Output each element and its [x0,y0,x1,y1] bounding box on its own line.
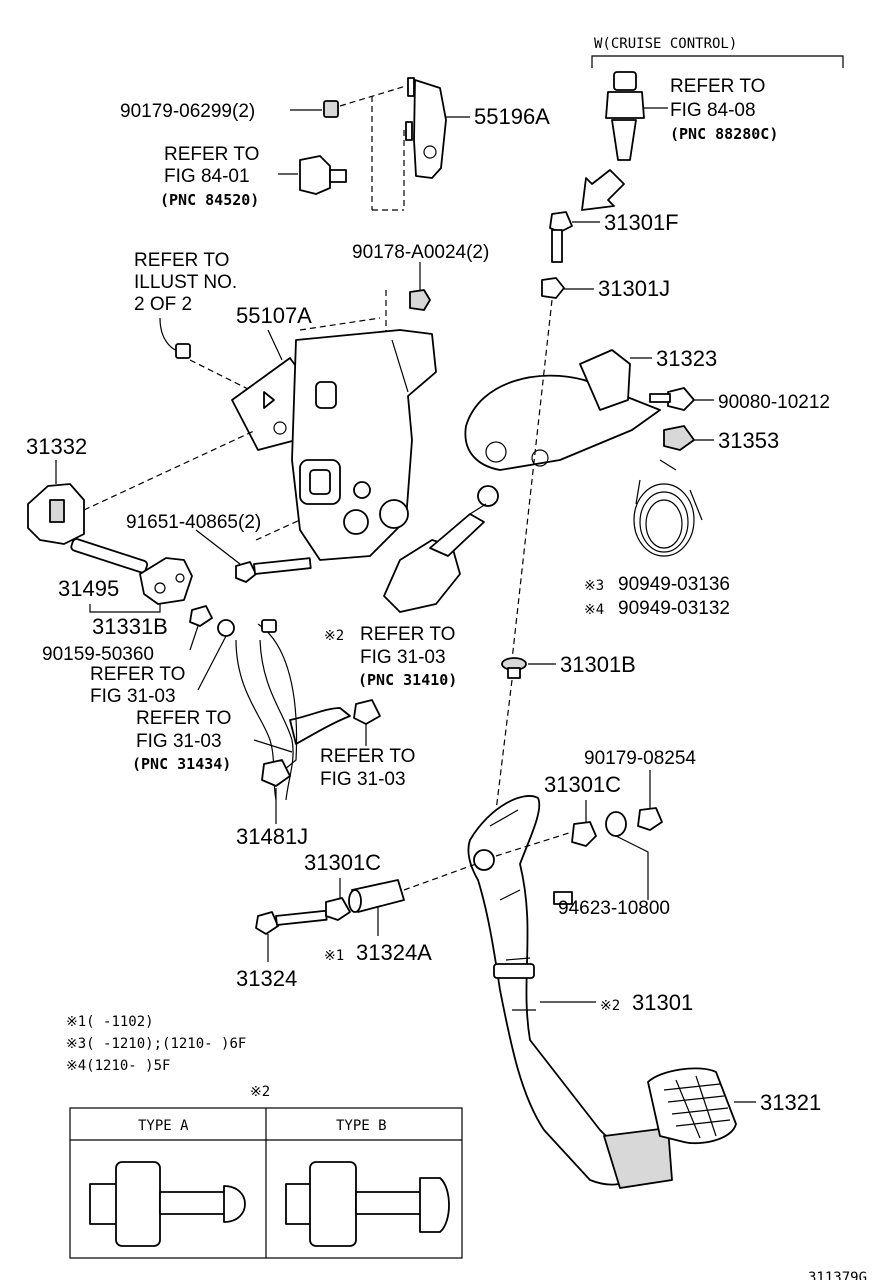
pedal-arm-31301-graphic [467,795,673,1189]
type-a-rod-graphic [89,1161,246,1247]
cushion-31353-graphic [663,425,695,451]
type-table-mark: ※2 [250,1084,270,1100]
label-31481j: 31481J [236,824,308,849]
label-refer-a-line2: FIG 31-03 [90,686,176,707]
type-b-rod-graphic [285,1161,450,1247]
type-b-header: TYPE B [336,1118,387,1134]
arrow-down-left-icon [581,169,625,211]
label-mark1: ※1 [324,948,344,964]
bolt-31301f-graphic [549,211,573,263]
label-refer-84-01-line2: FIG 84-01 [164,166,250,187]
label-90179-06299: 90179-06299(2) [120,101,255,122]
label-31301f: 31301F [604,210,679,235]
pedal-bracket-55107a-graphic [231,329,437,561]
label-31324a: 31324A [356,940,432,965]
master-cylinder-graphic [383,485,499,613]
wire-end-graphic [159,317,191,359]
spring-90949-graphic [633,459,703,557]
cruise-control-bracket: W(CRUISE CONTROL) [591,36,844,68]
label-31324: 31324 [236,966,297,991]
label-refer-31434-line2: FIG 31-03 [136,731,222,752]
note-4: ※4(1210- )5F [66,1058,170,1074]
label-90949-03136: 90949-03136 [618,574,730,595]
figure-number: 311379G [808,1270,867,1280]
bolt-31324-graphic [255,909,328,935]
label-31301c-left: 31301C [304,850,381,875]
nut-31301c-left-graphic [325,897,351,921]
label-mark2-pedal: ※2 [600,998,620,1014]
label-55107a: 55107A [236,303,312,328]
label-refer-a-line1: REFER TO [90,664,185,685]
label-refer-31434-line1: REFER TO [136,708,231,729]
label-90080: 90080-10212 [718,392,830,413]
footnotes: ※1( -1102) ※3( -1210);(1210- )6F ※4(1210… [66,1014,246,1074]
plate-31331b-graphic [139,557,193,605]
label-refer-b-line2: FIG 31-03 [320,769,406,790]
label-mark4: ※4 [584,602,604,618]
label-31331b: 31331B [92,614,168,639]
pin-31495-graphic [70,538,149,574]
label-refer-illust-line1: REFER TO [134,250,229,271]
note-3: ※3( -1210);(1210- )6F [66,1036,246,1052]
label-pnc-84520: (PNC 84520) [160,191,259,209]
label-31301c-right: 31301C [544,772,621,797]
label-pnc-31410: (PNC 31410) [358,671,457,689]
nut-31301c-right-graphic [571,821,597,847]
label-90178: 90178-A0024(2) [352,242,489,263]
label-refer-illust-line3: 2 OF 2 [134,294,192,315]
label-90179-08254: 90179-08254 [584,748,696,769]
label-31301j: 31301J [598,276,670,301]
type-table: ※2 TYPE A TYPE B [69,1084,463,1259]
washer-94623-graphic [605,811,627,837]
label-31301: 31301 [632,990,693,1015]
collar-31324a-graphic [348,879,405,913]
label-94623: 94623-10800 [558,898,670,919]
label-refer-84-08-line1: REFER TO [670,76,765,97]
label-refer-84-08-line2: FIG 84-08 [670,100,756,121]
nut-90179-06299-graphic [323,100,339,118]
nut-90179-08254-graphic [637,807,663,831]
bolt-91651-graphic [235,557,312,583]
nut-90178-graphic [409,289,431,311]
label-pnc-88280c: (PNC 88280C) [670,125,778,143]
stop-light-switch-graphic [299,155,347,195]
type-a-header: TYPE A [138,1118,189,1134]
bracket-55196a-graphic [405,77,447,179]
screw-90159-graphic [189,605,213,627]
label-refer-84-01-line1: REFER TO [164,144,259,165]
label-91651: 91651-40865(2) [126,512,261,533]
note-1: ※1( -1102) [66,1014,154,1030]
label-31332: 31332 [26,434,87,459]
nut-31301j-graphic [541,277,565,299]
labels: 90179-06299(2) 55196A REFER TO FIG 84-01… [26,76,867,1280]
label-pnc-31434: (PNC 31434) [132,755,231,773]
label-90159: 90159-50360 [42,644,154,665]
label-55196a: 55196A [474,104,550,129]
label-refer-31410-line2: FIG 31-03 [360,647,446,668]
label-31321: 31321 [760,1090,821,1115]
label-90949-03132: 90949-03132 [618,598,730,619]
label-mark2-refer: ※2 [324,628,344,644]
cruise-control-header: W(CRUISE CONTROL) [594,36,737,52]
label-31301b: 31301B [560,652,636,677]
label-refer-31410-line1: REFER TO [360,624,455,645]
bolt-90080-graphic [649,387,695,411]
bushing-31301b-graphic [501,657,527,679]
label-31495: 31495 [58,576,119,601]
cruise-switch-graphic [605,71,645,161]
label-refer-illust-line2: ILLUST NO. [134,272,237,293]
clip-graphic [353,699,381,725]
pedal-pad-31321-graphic [647,1067,737,1145]
label-31353: 31353 [718,428,779,453]
label-mark3: ※3 [584,578,604,594]
label-refer-b-line1: REFER TO [320,746,415,767]
label-31323: 31323 [656,346,717,371]
pedal-support-31323-graphic [464,349,661,471]
bushing-31332-graphic [27,483,85,545]
hose-31481j-graphic [217,619,351,801]
